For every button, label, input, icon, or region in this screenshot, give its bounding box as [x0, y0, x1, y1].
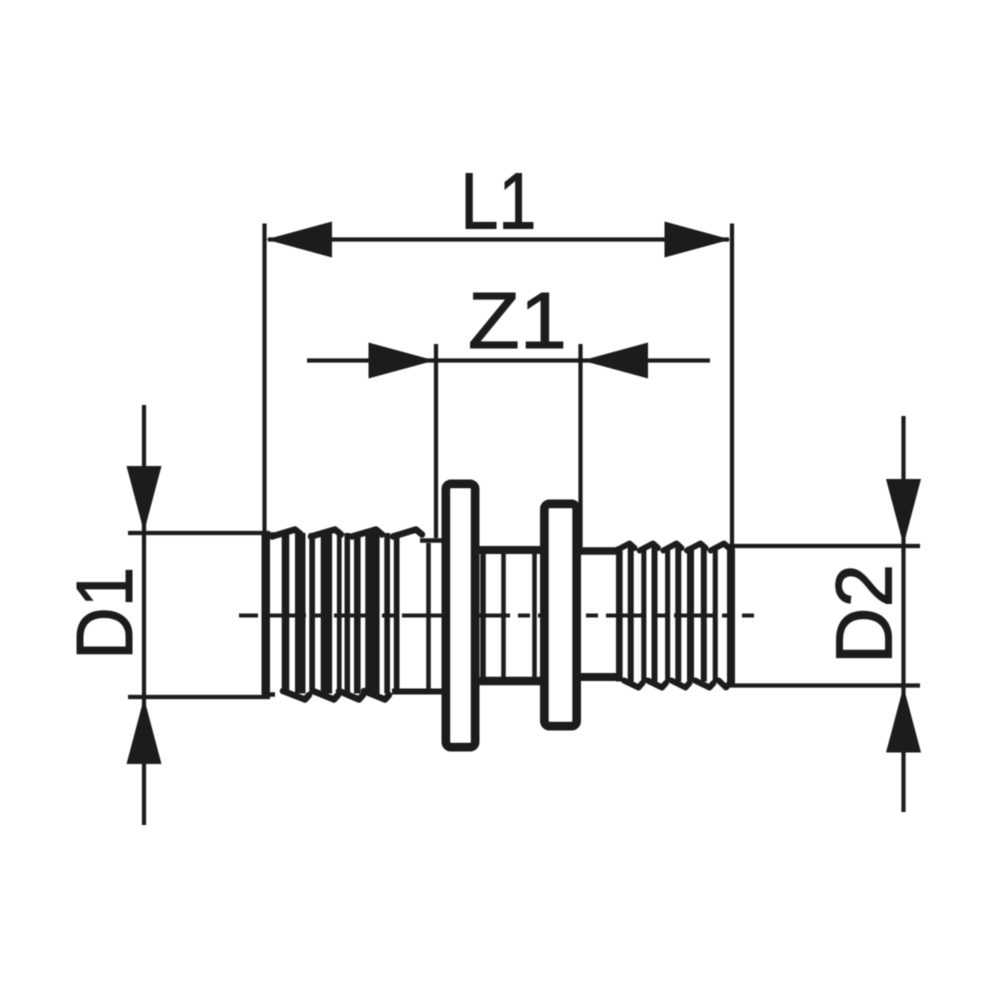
svg-text:D2: D2	[820, 564, 909, 664]
svg-text:L1: L1	[460, 157, 536, 246]
svg-text:Z1: Z1	[468, 276, 567, 365]
svg-text:D1: D1	[60, 567, 149, 660]
